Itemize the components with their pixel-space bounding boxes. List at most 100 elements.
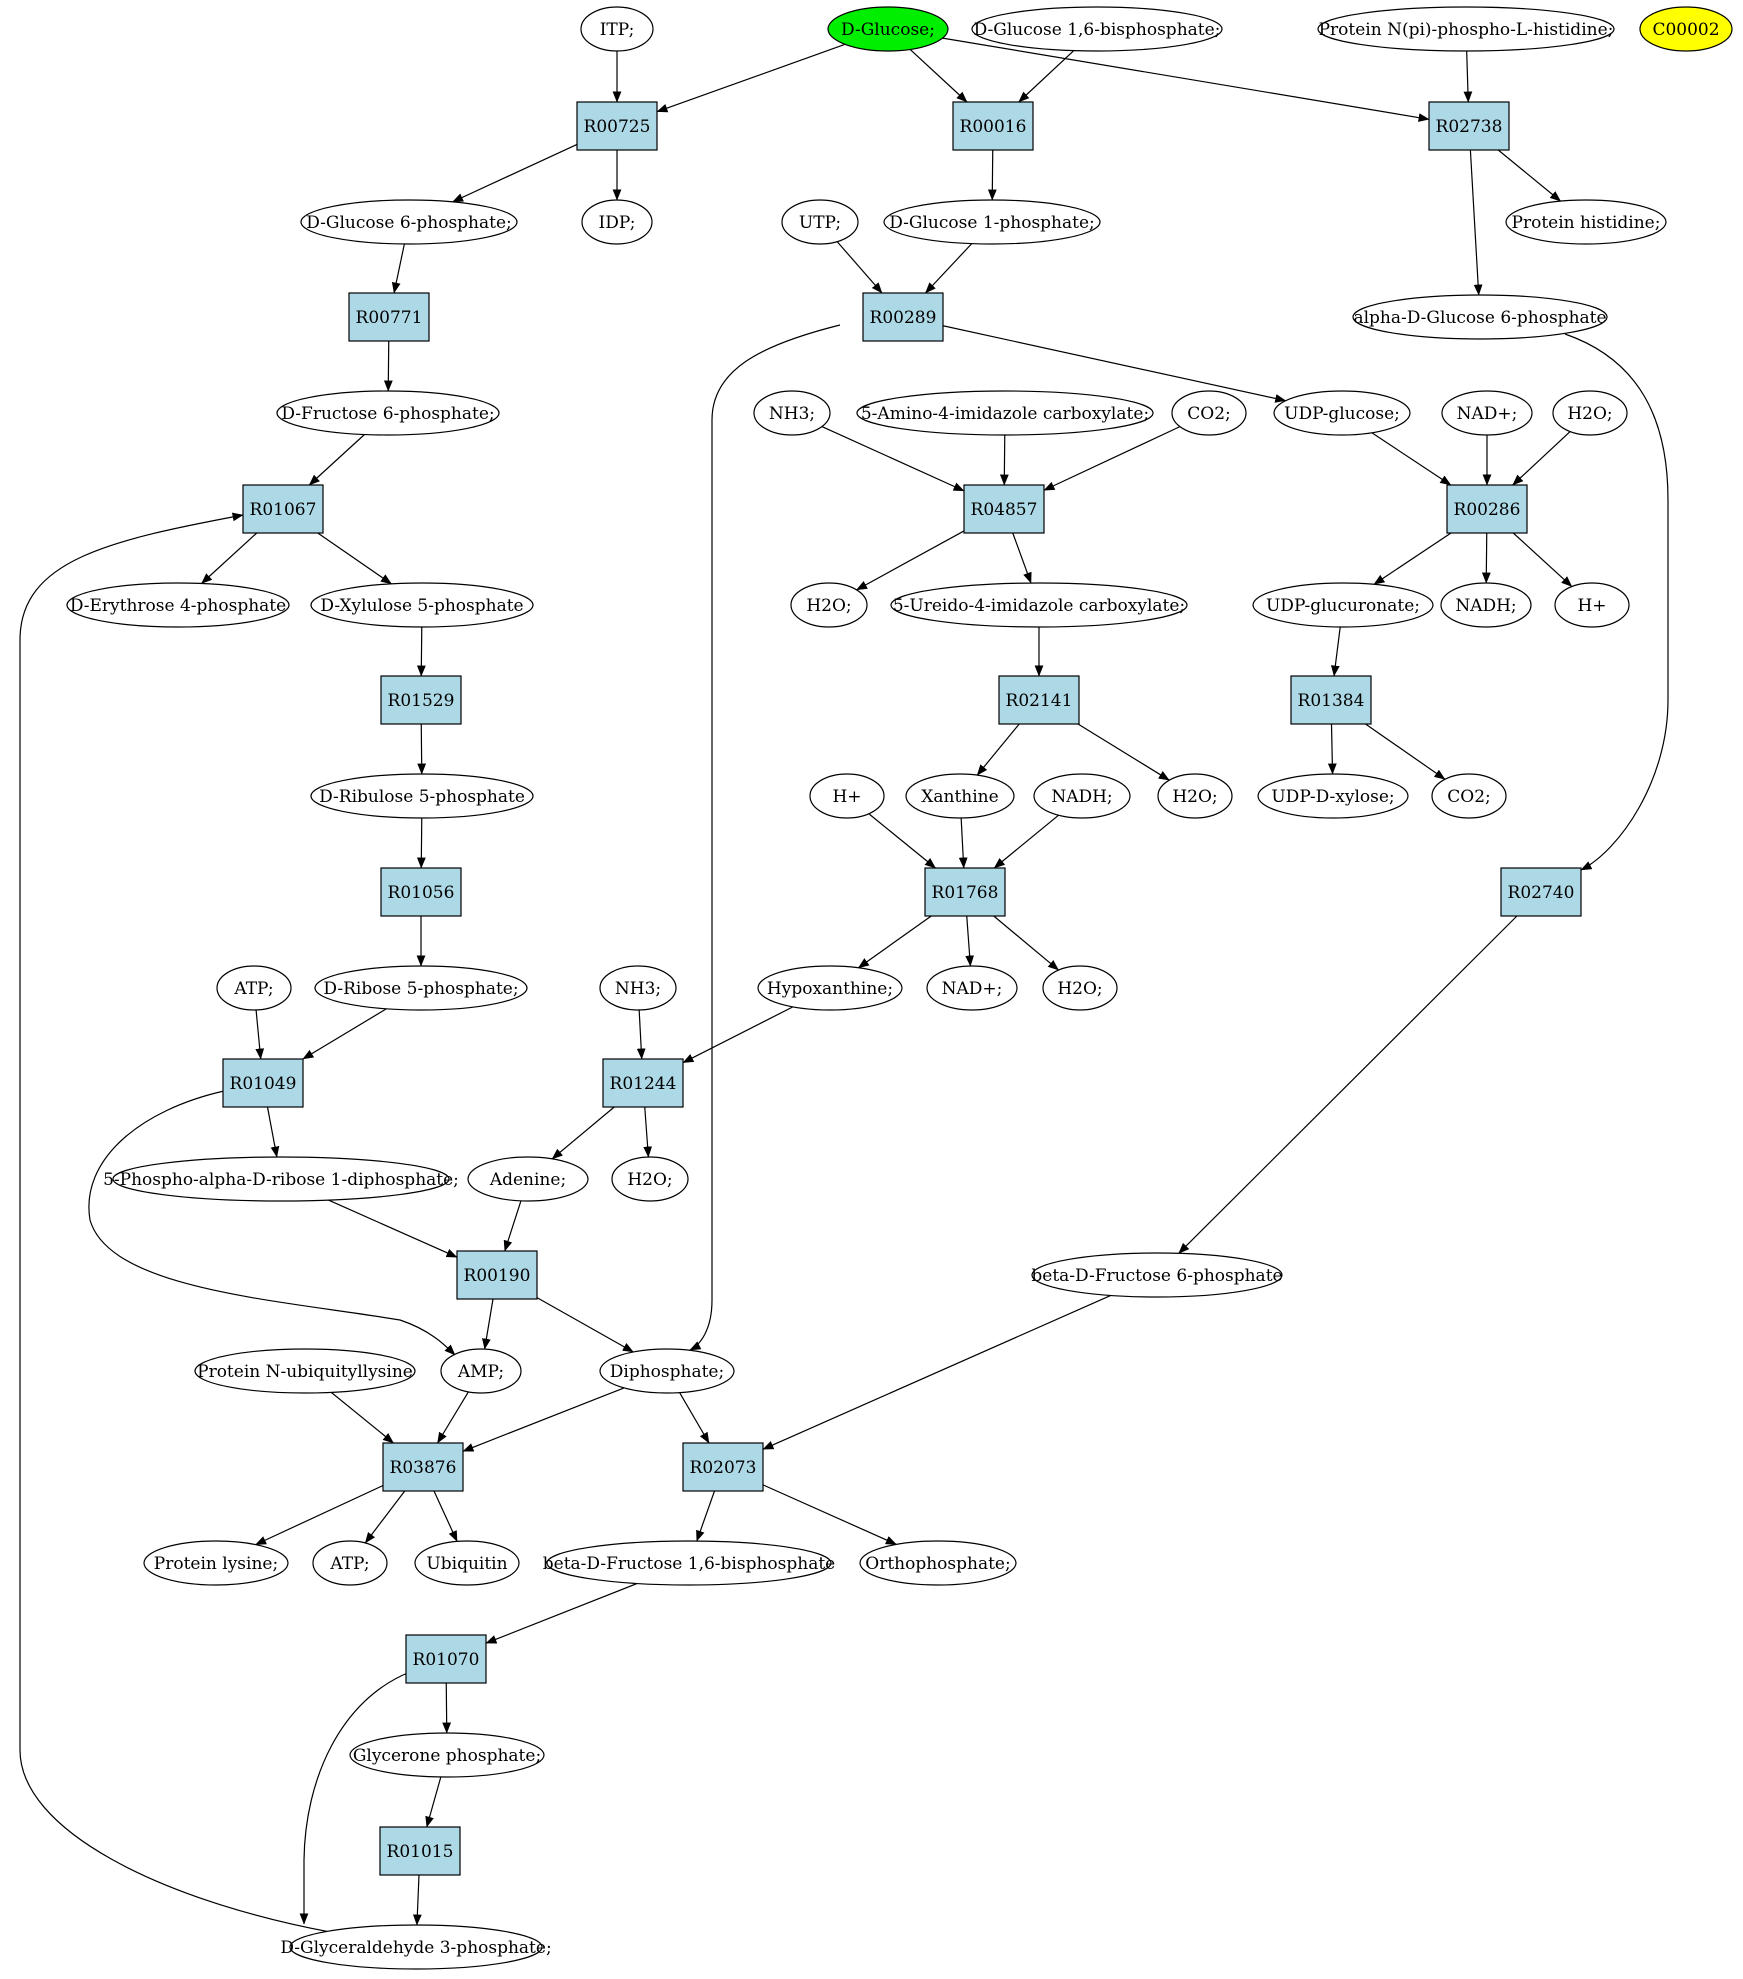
node-label: R01049: [230, 1074, 297, 1094]
compound-node-co2a[interactable]: CO2;: [1171, 390, 1247, 436]
reaction-node-R00725[interactable]: R00725: [576, 101, 658, 151]
edge-R00289-to-diph: [689, 324, 841, 1351]
reaction-node-R02141[interactable]: R02141: [998, 675, 1080, 725]
compound-node-bdf16bp[interactable]: beta-D-Fructose 1,6-bisphosphate: [543, 1540, 835, 1586]
compound-node-prothis[interactable]: Protein histidine;: [1505, 199, 1667, 245]
compound-node-dga3p[interactable]: D-Glyceraldehyde 3-phosphate;: [280, 1924, 552, 1970]
compound-node-nadha[interactable]: NADH;: [1440, 582, 1532, 628]
compound-node-hpb[interactable]: H+: [809, 773, 885, 819]
reaction-node-R01067[interactable]: R01067: [242, 484, 324, 534]
reaction-box: [222, 1058, 304, 1108]
compound-node-co2b[interactable]: CO2;: [1431, 773, 1507, 819]
compound-node-udpglc[interactable]: UDP-glucose;: [1273, 390, 1411, 436]
compound-ellipse: [890, 582, 1188, 628]
node-label: NH3;: [769, 404, 815, 424]
compound-node-dr5p[interactable]: D-Ribulose 5-phosphate: [310, 773, 534, 819]
compound-node-idp[interactable]: IDP;: [581, 199, 653, 245]
compound-node-protub[interactable]: Protein N-ubiquityllysine: [194, 1348, 416, 1394]
node-label: CO2;: [1447, 787, 1491, 807]
edge-diph-to-R03876: [462, 1387, 625, 1452]
compound-node-nh3a[interactable]: NH3;: [753, 390, 831, 436]
compound-node-prpp[interactable]: 5-Phospho-alpha-D-ribose 1-diphosphate;: [103, 1156, 459, 1202]
edge-glycp-to-R01015: [425, 1776, 442, 1828]
compound-node-uica[interactable]: 5-Ureido-4-imidazole carboxylate;: [890, 582, 1188, 628]
node-label: H2O;: [627, 1170, 672, 1190]
reaction-node-R01529[interactable]: R01529: [380, 675, 462, 725]
node-label: D-Glucose 6-phosphate;: [306, 213, 512, 233]
reaction-node-R02073[interactable]: R02073: [682, 1442, 764, 1492]
compound-node-nadpb[interactable]: NAD+;: [926, 965, 1018, 1011]
compound-node-drib5p[interactable]: D-Ribose 5-phosphate;: [314, 965, 528, 1011]
compound-node-h2od[interactable]: H2O;: [1042, 965, 1118, 1011]
edge-dglucose-to-R02738: [942, 37, 1430, 122]
compound-node-diph[interactable]: Diphosphate;: [599, 1348, 735, 1394]
reaction-node-R01070[interactable]: R01070: [405, 1634, 487, 1684]
node-label: Adenine;: [489, 1170, 566, 1190]
reaction-node-R00771[interactable]: R00771: [348, 292, 430, 342]
reaction-node-R00289[interactable]: R00289: [862, 292, 944, 342]
node-label: ATP;: [233, 979, 273, 999]
compound-node-adg6p[interactable]: alpha-D-Glucose 6-phosphate: [1352, 294, 1608, 340]
edge-df6p-to-R01067: [308, 434, 365, 486]
compound-node-itp[interactable]: ITP;: [580, 6, 654, 52]
reaction-node-R01244[interactable]: R01244: [602, 1058, 684, 1108]
reaction-node-R00190[interactable]: R00190: [456, 1250, 538, 1300]
compound-node-dx5p[interactable]: D-Xylulose 5-phosphate: [310, 582, 534, 628]
compound-node-orthop[interactable]: Orthophosphate;: [859, 1540, 1017, 1586]
reaction-node-R04857[interactable]: R04857: [963, 484, 1045, 534]
compound-node-df6p[interactable]: D-Fructose 6-phosphate;: [276, 390, 500, 436]
edge-udpglc-to-R00286: [1371, 432, 1452, 486]
reaction-node-R01015[interactable]: R01015: [379, 1826, 461, 1876]
reaction-node-R01384[interactable]: R01384: [1290, 675, 1372, 725]
compound-node-ubiq[interactable]: Ubiquitin: [414, 1540, 520, 1586]
reaction-node-R01049[interactable]: R01049: [222, 1058, 304, 1108]
compound-ellipse: [194, 1348, 416, 1394]
compound-node-udpgln[interactable]: UDP-glucuronate;: [1252, 582, 1434, 628]
reaction-node-R02738[interactable]: R02738: [1428, 101, 1510, 151]
reaction-node-R00286[interactable]: R00286: [1446, 484, 1528, 534]
compound-node-nadp[interactable]: NAD+;: [1441, 390, 1533, 436]
reaction-node-R03876[interactable]: R03876: [382, 1442, 464, 1492]
compound-node-atpb[interactable]: ATP;: [312, 1540, 388, 1586]
reaction-node-R02740[interactable]: R02740: [1500, 867, 1582, 917]
compound-node-hypox[interactable]: Hypoxanthine;: [757, 965, 903, 1011]
compound-node-xanth[interactable]: Xanthine: [905, 773, 1015, 819]
reaction-node-R00016[interactable]: R00016: [952, 101, 1034, 151]
compound-node-glycp[interactable]: Glycerone phosphate;: [349, 1732, 545, 1778]
compound-node-dg1p[interactable]: D-Glucose 1-phosphate;: [883, 199, 1101, 245]
compound-node-adenine[interactable]: Adenine;: [467, 1156, 589, 1202]
compound-node-h2oc[interactable]: H2O;: [1157, 773, 1233, 819]
compound-node-utp[interactable]: UTP;: [781, 199, 859, 245]
reaction-node-R01768[interactable]: R01768: [924, 867, 1006, 917]
edge-R01768-to-h2od: [993, 915, 1059, 971]
compound-node-nh3b[interactable]: NH3;: [599, 965, 677, 1011]
compound-node-dg16bp[interactable]: D-Glucose 1,6-bisphosphate;: [971, 6, 1223, 52]
compound-node-protnpi[interactable]: Protein N(pi)-phospho-L-histidine;: [1317, 6, 1615, 52]
compound-node-dg6p[interactable]: D-Glucose 6-phosphate;: [300, 199, 518, 245]
node-label: NADH;: [1455, 596, 1516, 616]
compound-node-bdf6p[interactable]: beta-D-Fructose 6-phosphate: [1031, 1252, 1283, 1298]
compound-node-h2oe[interactable]: H2O;: [611, 1156, 689, 1202]
compound-node-amp[interactable]: AMP;: [440, 1348, 522, 1394]
edge-R01070-to-dga3p: [299, 1671, 411, 1925]
compound-node-hpa[interactable]: H+: [1554, 582, 1630, 628]
reaction-box: [380, 675, 462, 725]
compound-node-h2ob[interactable]: H2O;: [790, 582, 868, 628]
compound-node-c00002[interactable]: C00002: [1639, 6, 1733, 52]
compound-node-h2oa[interactable]: H2O;: [1552, 390, 1628, 436]
compound-ellipse: [971, 6, 1223, 52]
node-label: H2O;: [1057, 979, 1102, 999]
node-label: 5-Ureido-4-imidazole carboxylate;: [893, 596, 1185, 616]
compound-node-aica[interactable]: 5-Amino-4-imidazole carboxylate;: [856, 390, 1154, 436]
compound-node-de4p[interactable]: D-Erythrose 4-phosphate: [66, 582, 290, 628]
compound-node-atpa[interactable]: ATP;: [216, 965, 292, 1011]
compound-node-nadhb[interactable]: NADH;: [1033, 773, 1131, 819]
node-label: R01070: [413, 1650, 480, 1670]
compound-node-dglucose[interactable]: D-Glucose;: [827, 6, 949, 52]
compound-node-protlys[interactable]: Protein lysine;: [143, 1540, 289, 1586]
node-label: Xanthine: [921, 787, 998, 807]
node-label: 5-Phospho-alpha-D-ribose 1-diphosphate;: [103, 1170, 459, 1190]
compound-node-udpxyl[interactable]: UDP-D-xylose;: [1257, 773, 1409, 819]
reaction-node-R01056[interactable]: R01056: [380, 867, 462, 917]
edge-R01049-to-prpp: [266, 1106, 280, 1158]
